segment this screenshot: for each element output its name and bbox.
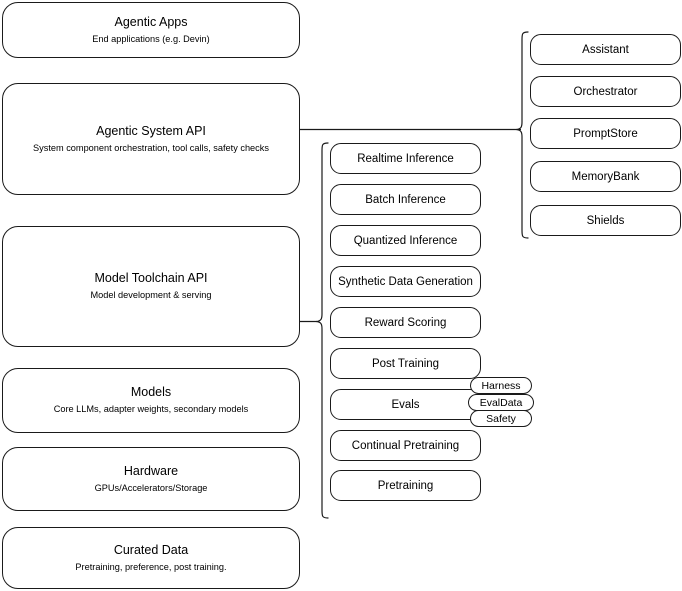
component-label: PromptStore: [573, 127, 638, 140]
layer-title: Models: [130, 385, 172, 399]
component-evals[interactable]: Evals: [330, 389, 481, 420]
layer-hardware[interactable]: Hardware GPUs/Accelerators/Storage: [2, 447, 300, 511]
layer-subtitle: System component orchestration, tool cal…: [33, 142, 269, 153]
component-promptstore[interactable]: PromptStore: [530, 118, 681, 149]
layer-title: Model Toolchain API: [94, 271, 208, 285]
chip-harness[interactable]: Harness: [470, 377, 532, 394]
component-memorybank[interactable]: MemoryBank: [530, 161, 681, 192]
chip-label: EvalData: [479, 396, 523, 409]
layer-subtitle: End applications (e.g. Devin): [92, 33, 210, 44]
component-label: Batch Inference: [365, 193, 446, 206]
layer-title: Agentic System API: [96, 123, 206, 138]
component-continual-pretraining[interactable]: Continual Pretraining: [330, 430, 481, 461]
component-label: Synthetic Data Generation: [338, 275, 473, 288]
layer-model-toolchain-api[interactable]: Model Toolchain API Model development & …: [2, 226, 300, 347]
component-label: Post Training: [371, 357, 440, 370]
component-label: MemoryBank: [571, 170, 640, 183]
component-label: Orchestrator: [573, 85, 638, 98]
layer-agentic-system-api[interactable]: Agentic System API System component orch…: [2, 83, 300, 195]
layer-curated-data[interactable]: Curated Data Pretraining, preference, po…: [2, 527, 300, 589]
component-pretraining[interactable]: Pretraining: [330, 470, 481, 501]
layer-subtitle: GPUs/Accelerators/Storage: [94, 482, 208, 493]
layer-subtitle: Pretraining, preference, post training.: [75, 561, 227, 572]
component-label: Pretraining: [377, 479, 434, 492]
component-shields[interactable]: Shields: [530, 205, 681, 236]
component-synthetic-data-generation[interactable]: Synthetic Data Generation: [330, 266, 481, 297]
layer-models[interactable]: Models Core LLMs, adapter weights, secon…: [2, 368, 300, 433]
chip-label: Safety: [486, 412, 516, 425]
chip-label: Harness: [481, 379, 521, 392]
brace-toolchain-components: [316, 142, 329, 519]
component-label: Evals: [391, 398, 420, 411]
component-label: Continual Pretraining: [351, 439, 460, 452]
component-assistant[interactable]: Assistant: [530, 34, 681, 65]
layer-subtitle: Model development & serving: [90, 290, 212, 300]
chip-evaldata[interactable]: EvalData: [468, 394, 534, 411]
component-orchestrator[interactable]: Orchestrator: [530, 76, 681, 107]
component-label: Quantized Inference: [353, 234, 458, 247]
layer-subtitle: Core LLMs, adapter weights, secondary mo…: [53, 404, 249, 414]
layer-title: Curated Data: [113, 542, 189, 557]
component-quantized-inference[interactable]: Quantized Inference: [330, 225, 481, 256]
component-label: Realtime Inference: [357, 152, 454, 165]
component-reward-scoring[interactable]: Reward Scoring: [330, 307, 481, 338]
layer-title: Hardware: [123, 463, 179, 478]
chip-safety[interactable]: Safety: [470, 410, 532, 427]
layer-title: Agentic Apps: [114, 14, 188, 29]
layer-agentic-apps[interactable]: Agentic Apps End applications (e.g. Devi…: [2, 2, 300, 58]
component-batch-inference[interactable]: Batch Inference: [330, 184, 481, 215]
component-post-training[interactable]: Post Training: [330, 348, 481, 379]
component-realtime-inference[interactable]: Realtime Inference: [330, 143, 481, 174]
component-label: Reward Scoring: [364, 316, 447, 329]
component-label: Assistant: [582, 43, 629, 56]
brace-system-components: [516, 31, 529, 239]
component-label: Shields: [586, 214, 625, 227]
